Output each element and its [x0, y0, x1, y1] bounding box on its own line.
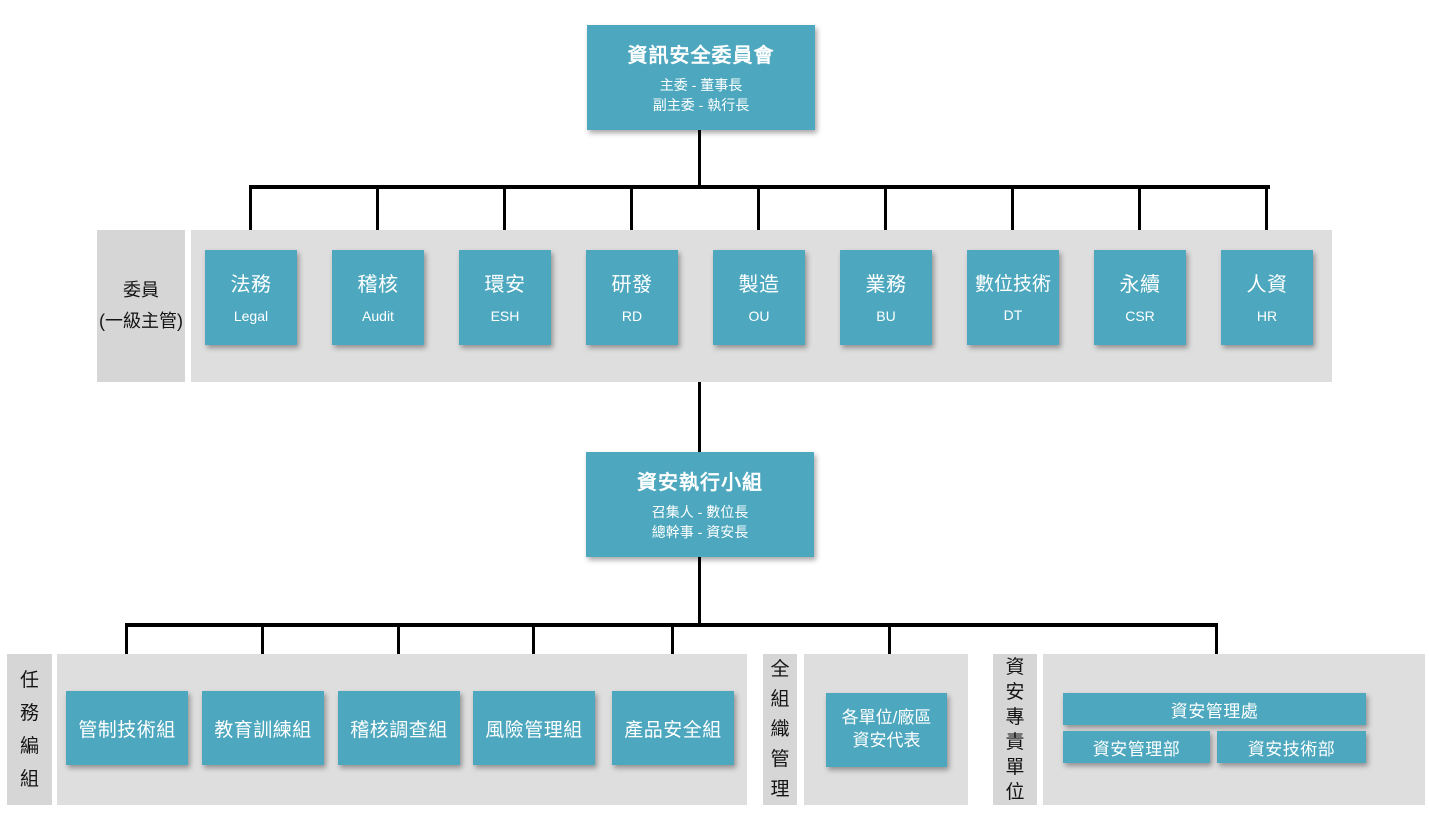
task-box-label: 產品安全組	[624, 719, 722, 741]
member-title: 永續	[1119, 274, 1161, 297]
committee-chair: 主委 - 董事長	[659, 77, 743, 94]
task-box-label: 管制技術組	[78, 719, 176, 741]
exec-team-convener: 召集人 - 數位長	[651, 504, 749, 521]
member-box-ou: 製造 OU	[713, 250, 805, 345]
member-title: 業務	[865, 274, 907, 297]
member-subtitle: OU	[748, 308, 770, 325]
committee-title: 資訊安全委員會	[627, 45, 775, 68]
member-subtitle: ESH	[490, 308, 520, 325]
task-section-label: 任務編組	[7, 654, 52, 805]
members-label-line1: 委員	[123, 280, 159, 301]
site-rep-line2: 資安代表	[852, 731, 921, 750]
member-title: 法務	[230, 274, 272, 297]
member-subtitle: BU	[876, 308, 896, 325]
connector-line	[1265, 187, 1268, 250]
connector-line	[757, 187, 760, 250]
security-division-label: 資安管理處	[1170, 701, 1259, 721]
org-wide-label-text: 全組織管理	[770, 658, 790, 800]
task-box-audit-investigation: 稽核調查組	[338, 691, 460, 765]
exec-team-title: 資安執行小組	[637, 472, 763, 495]
dedicated-band	[1043, 654, 1425, 805]
member-box-esh: 環安 ESH	[459, 250, 551, 345]
task-box-risk-management: 風險管理組	[473, 691, 595, 765]
member-box-bu: 業務 BU	[840, 250, 932, 345]
task-box-label: 風險管理組	[485, 719, 583, 741]
task-box-control-tech: 管制技術組	[66, 691, 188, 765]
security-mgmt-dept-box: 資安管理部	[1063, 731, 1210, 763]
task-section-label-text: 任務編組	[20, 669, 40, 790]
org-wide-section-label: 全組織管理	[763, 654, 797, 805]
site-rep-line1: 各單位/廠區	[841, 708, 932, 728]
members-label-line2: (一級主管)	[99, 311, 183, 331]
member-title: 製造	[738, 274, 780, 297]
member-subtitle: Audit	[362, 308, 394, 325]
member-subtitle: HR	[1256, 308, 1278, 325]
member-title: 環安	[484, 274, 526, 297]
member-box-audit: 稽核 Audit	[332, 250, 424, 345]
member-subtitle: RD	[621, 308, 643, 325]
connector-line	[884, 187, 887, 250]
member-box-hr: 人資 HR	[1221, 250, 1313, 345]
member-box-dt: 數位技術 DT	[967, 250, 1059, 345]
security-division-box: 資安管理處	[1063, 693, 1366, 725]
member-box-legal: 法務 Legal	[205, 250, 297, 345]
connector-line	[1138, 187, 1141, 250]
task-box-label: 稽核調查組	[350, 719, 448, 741]
connector-line	[630, 187, 633, 250]
connector-line	[698, 557, 701, 625]
connector-line	[376, 187, 379, 250]
connector-line	[503, 187, 506, 250]
connector-line	[249, 187, 252, 250]
member-title: 人資	[1246, 274, 1288, 297]
committee-node: 資訊安全委員會 主委 - 董事長 副主委 - 執行長	[587, 25, 815, 130]
connector-line	[1011, 187, 1014, 250]
member-title: 稽核	[357, 274, 399, 297]
member-subtitle: CSR	[1125, 308, 1155, 325]
task-box-label: 教育訓練組	[214, 719, 312, 741]
member-subtitle: DT	[1003, 307, 1023, 324]
member-subtitle: Legal	[233, 308, 269, 325]
member-title: 研發	[611, 274, 653, 297]
dedicated-label-text: 資安專責單位	[1005, 656, 1025, 803]
security-mgmt-dept-label: 資安管理部	[1092, 739, 1181, 759]
connector-line	[698, 381, 701, 452]
site-representatives-box: 各單位/廠區 資安代表	[826, 693, 947, 767]
exec-team-secretary: 總幹事 - 資安長	[651, 524, 749, 540]
task-box-product-safety: 產品安全組	[612, 691, 734, 765]
exec-team-node: 資安執行小組 召集人 - 數位長 總幹事 - 資安長	[586, 452, 814, 557]
security-tech-dept-label: 資安技術部	[1247, 739, 1336, 759]
committee-vice-chair: 副主委 - 執行長	[652, 97, 750, 113]
security-tech-dept-box: 資安技術部	[1217, 731, 1366, 763]
member-box-rd: 研發 RD	[586, 250, 678, 345]
member-title: 數位技術	[974, 274, 1051, 296]
connector-line	[698, 130, 701, 188]
members-band-label: 委員 (一級主管)	[97, 230, 185, 382]
dedicated-section-label: 資安專責單位	[993, 654, 1037, 805]
task-box-education-training: 教育訓練組	[202, 691, 324, 765]
member-box-csr: 永續 CSR	[1094, 250, 1186, 345]
